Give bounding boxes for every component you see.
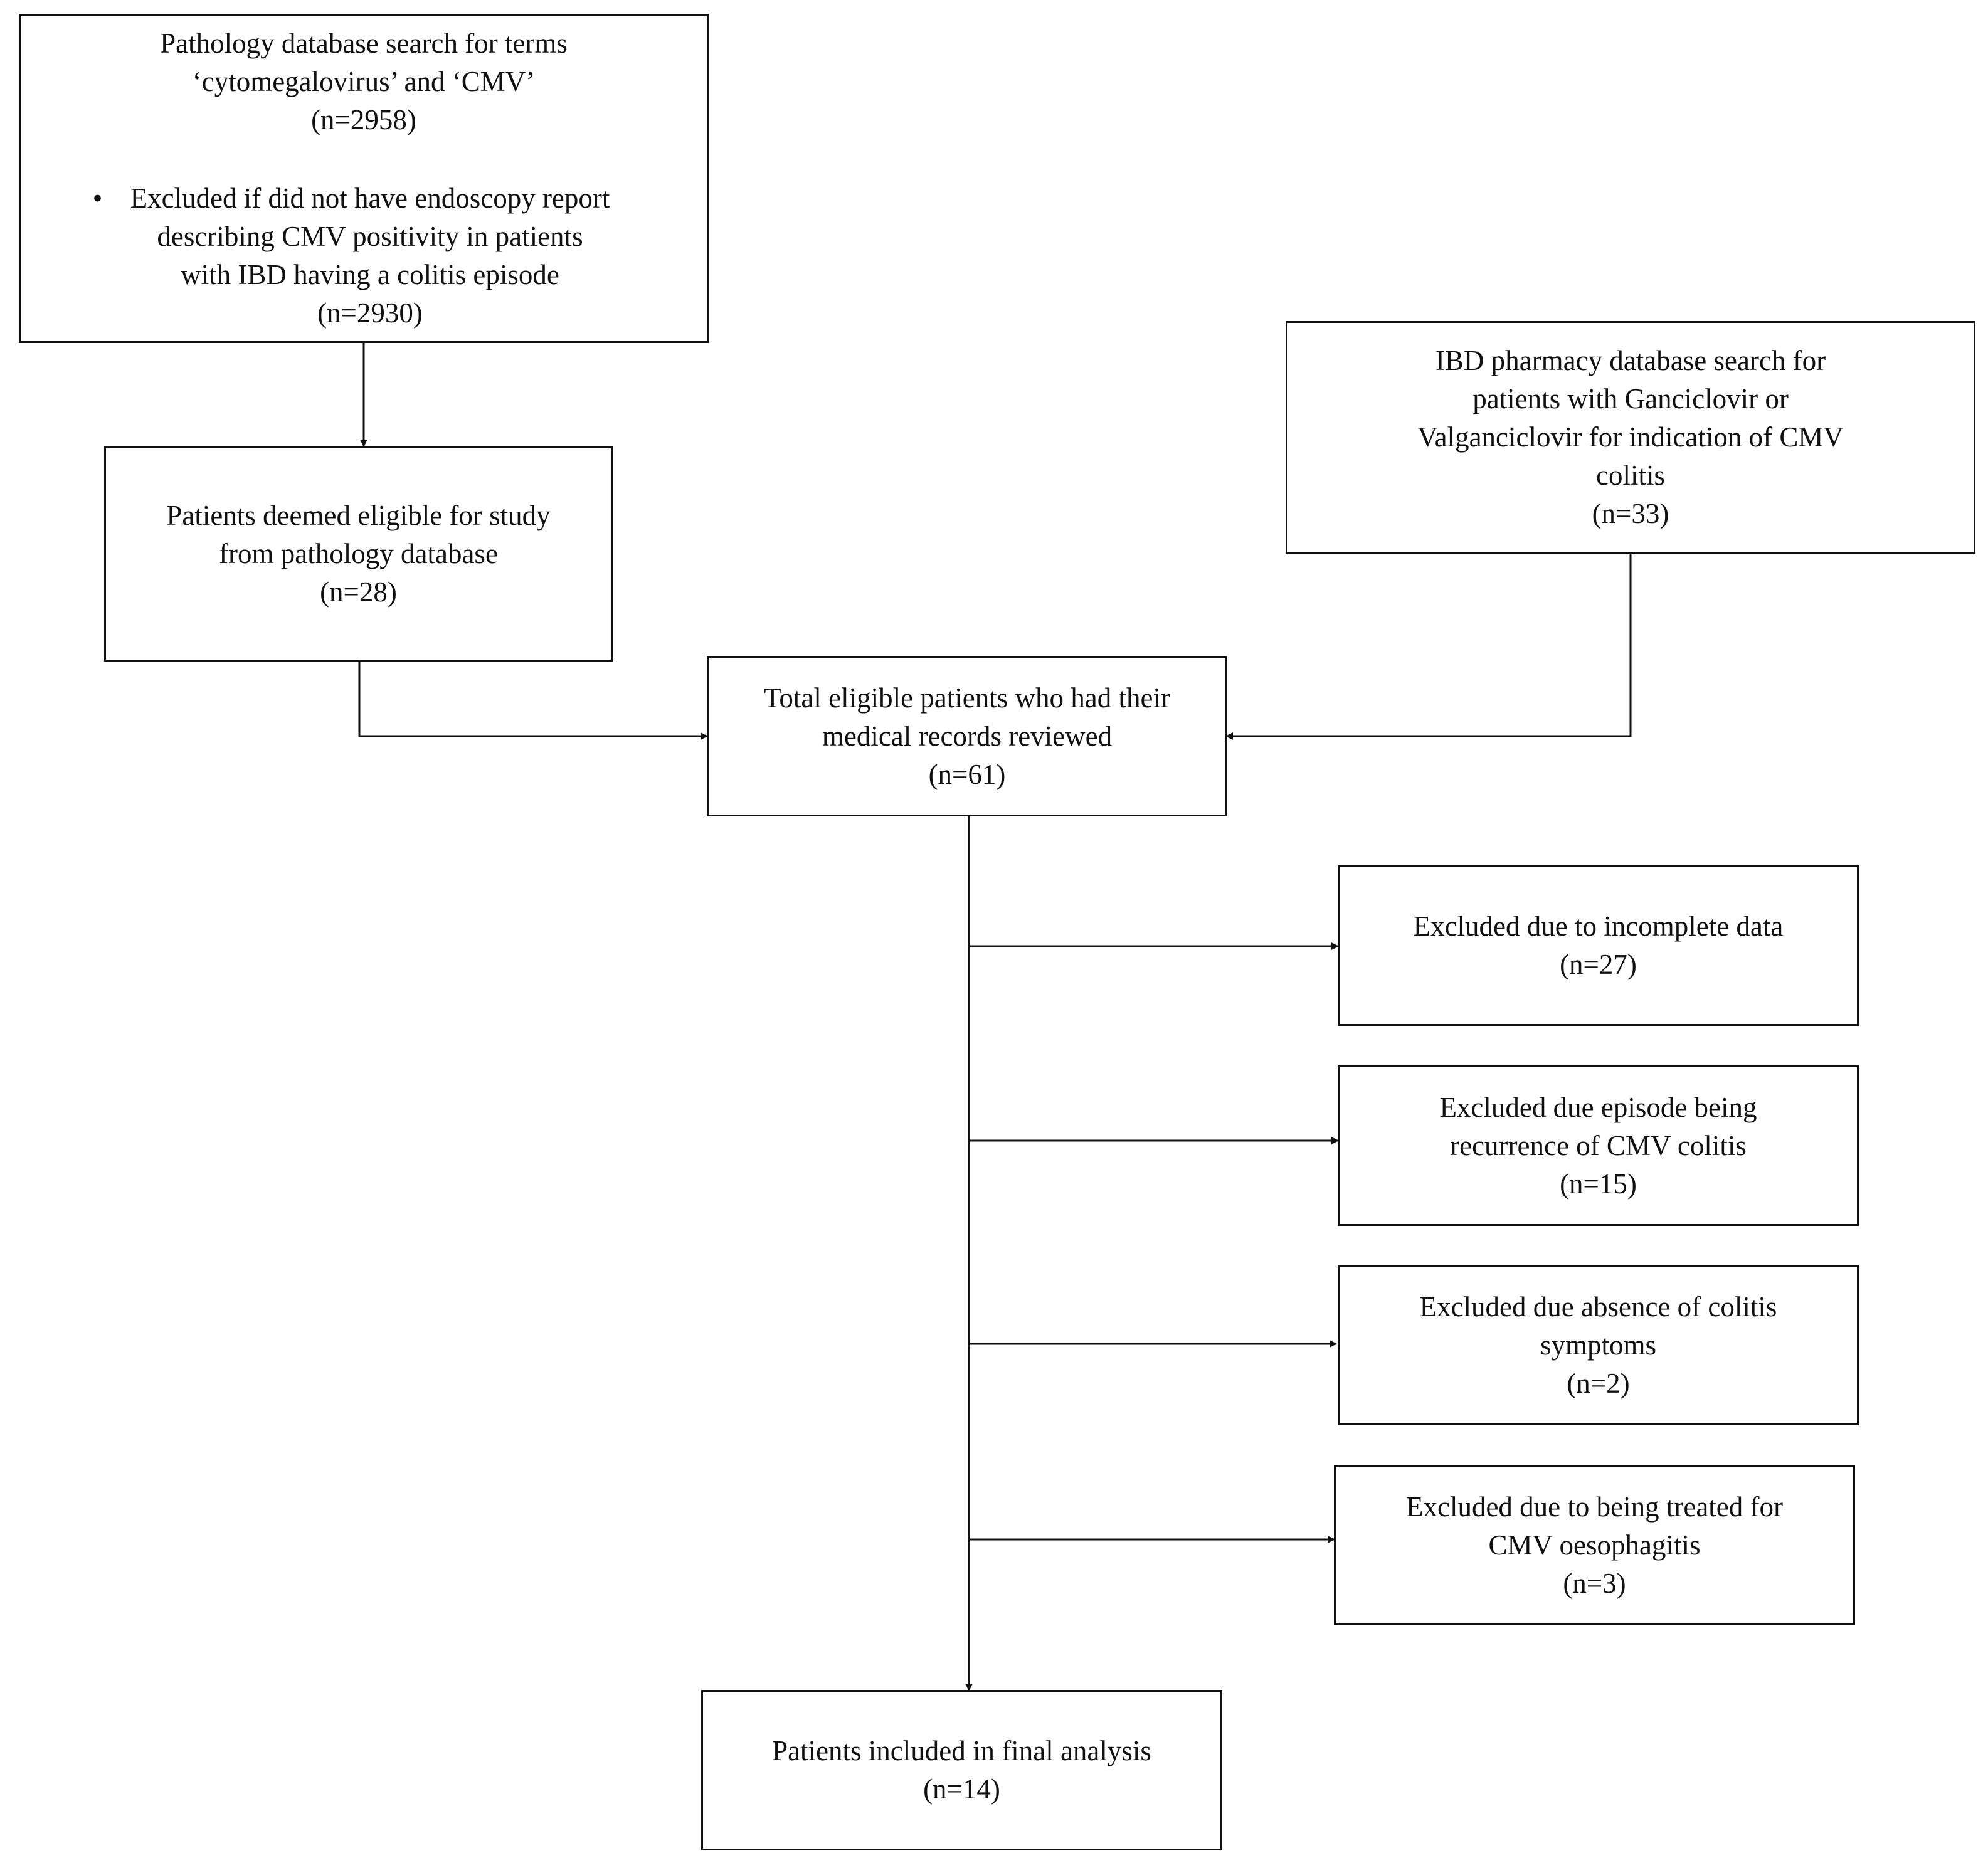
excluded-incomplete-line-1: Excluded due to incomplete data bbox=[1413, 911, 1784, 942]
total-eligible-box: Total eligible patients who had their me… bbox=[707, 656, 1227, 816]
pathology-eligible-box: Patients deemed eligible for study from … bbox=[104, 446, 613, 662]
pathology-exclusion-count: (n=2930) bbox=[317, 297, 423, 329]
bullet-icon: • bbox=[92, 182, 103, 214]
excluded-no-symptoms-line-1: Excluded due absence of colitis bbox=[1419, 1291, 1777, 1322]
excluded-no-symptoms-line-2: symptoms bbox=[1540, 1329, 1657, 1361]
excluded-recurrence-box: Excluded due episode being recurrence of… bbox=[1338, 1065, 1859, 1226]
pathology-search-title-2: ‘cytomegalovirus’ and ‘CMV’ bbox=[192, 66, 536, 97]
excluded-oesophagitis-line-1: Excluded due to being treated for bbox=[1405, 1491, 1784, 1523]
excluded-oesophagitis-line-2: CMV oesophagitis bbox=[1488, 1529, 1701, 1561]
arrow-pharmacy-to-total bbox=[1225, 553, 1632, 740]
excluded-incomplete-box: Excluded due to incomplete data (n=27) bbox=[1338, 865, 1859, 1026]
excluded-no-symptoms-count: (n=2) bbox=[1567, 1367, 1630, 1399]
excluded-no-symptoms-box: Excluded due absence of colitis symptoms… bbox=[1338, 1265, 1859, 1425]
final-analysis-box: Patients included in final analysis (n=1… bbox=[701, 1690, 1222, 1850]
pathology-eligible-line-1: Patients deemed eligible for study bbox=[166, 500, 551, 531]
excluded-recurrence-count: (n=15) bbox=[1560, 1168, 1637, 1200]
pharmacy-search-count: (n=33) bbox=[1592, 498, 1669, 529]
pharmacy-search-line-4: colitis bbox=[1596, 460, 1665, 491]
pathology-search-title-1: Pathology database search for terms bbox=[160, 28, 568, 59]
total-eligible-count: (n=61) bbox=[928, 758, 1006, 790]
pathology-search-box: Pathology database search for terms ‘cyt… bbox=[19, 14, 709, 343]
final-analysis-count: (n=14) bbox=[923, 1773, 1000, 1805]
pathology-search-count: (n=2958) bbox=[311, 104, 416, 135]
pathology-eligible-count: (n=28) bbox=[320, 576, 397, 608]
pathology-exclusion-line-3: with IBD having a colitis episode bbox=[181, 259, 559, 290]
pharmacy-search-box: IBD pharmacy database search for patient… bbox=[1286, 321, 1975, 554]
total-eligible-line-2: medical records reviewed bbox=[822, 720, 1113, 752]
total-eligible-line-1: Total eligible patients who had their bbox=[764, 682, 1170, 714]
pharmacy-search-line-3: Valganciclovir for indication of CMV bbox=[1417, 421, 1844, 453]
arrow-pathology-to-total bbox=[358, 660, 708, 740]
excluded-incomplete-count: (n=27) bbox=[1560, 949, 1637, 980]
excluded-oesophagitis-count: (n=3) bbox=[1563, 1567, 1626, 1599]
pathology-exclusion-bullet: • Excluded if did not have endoscopy rep… bbox=[93, 179, 610, 332]
pathology-eligible-line-2: from pathology database bbox=[219, 538, 498, 569]
pharmacy-search-line-2: patients with Ganciclovir or bbox=[1472, 383, 1789, 414]
final-analysis-line-1: Patients included in final analysis bbox=[772, 1735, 1151, 1766]
pharmacy-search-line-1: IBD pharmacy database search for bbox=[1435, 345, 1826, 376]
pathology-exclusion-line-2: describing CMV positivity in patients bbox=[157, 221, 583, 252]
excluded-oesophagitis-box: Excluded due to being treated for CMV oe… bbox=[1334, 1465, 1855, 1625]
excluded-recurrence-line-2: recurrence of CMV colitis bbox=[1450, 1129, 1747, 1161]
excluded-recurrence-line-1: Excluded due episode being bbox=[1439, 1091, 1757, 1123]
pathology-exclusion-line-1: Excluded if did not have endoscopy repor… bbox=[130, 182, 610, 214]
